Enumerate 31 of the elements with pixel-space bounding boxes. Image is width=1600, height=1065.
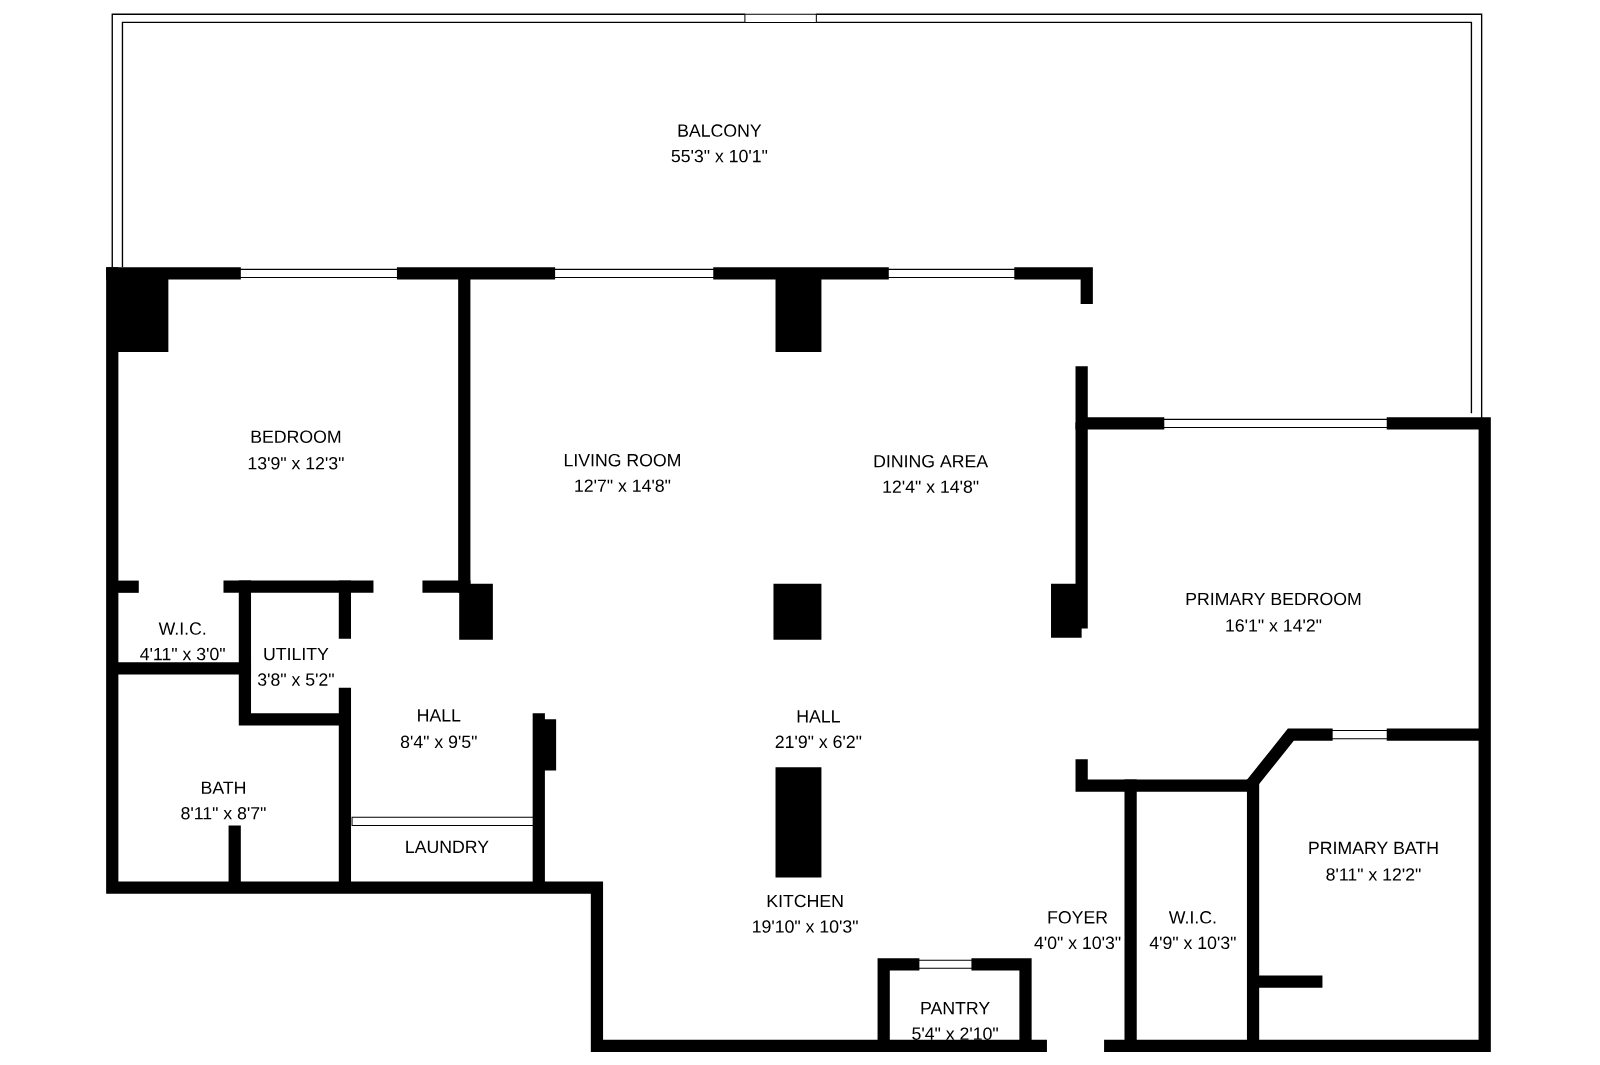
room-label: PRIMARY BATH <box>1309 841 1438 854</box>
room-label: 4'9" x 10'3" <box>1149 936 1236 949</box>
room-label: 4'11" x 3'0" <box>140 647 225 661</box>
room-label: LAUNDRY <box>406 840 489 853</box>
room-label: 19'10" x 10'3" <box>753 920 858 933</box>
room-label: LIVING ROOM <box>564 453 680 467</box>
room-label: 5'4" x 2'10" <box>912 1027 998 1040</box>
room-label: BATH <box>202 781 245 794</box>
room-label: FOYER <box>1048 910 1108 924</box>
room-label: PANTRY <box>921 1001 990 1015</box>
room-label: 13'9" x 12'3" <box>248 456 344 470</box>
room-label: 4'0" x 10'3" <box>1034 936 1121 949</box>
room-label: BALCONY <box>678 124 762 137</box>
room-label: HALL <box>418 709 461 722</box>
room-label: DINING AREA <box>874 454 989 468</box>
room-label: 8'11" x 12'2" <box>1326 868 1421 881</box>
room-label: 55'3" x 10'1" <box>671 149 768 163</box>
room-label: 8'4" x 9'5" <box>400 735 477 748</box>
room-label: HALL <box>797 710 840 723</box>
room-label: PRIMARY BEDROOM <box>1186 592 1361 606</box>
room-label: 12'7" x 14'8" <box>575 479 671 492</box>
room-label: 16'1" x 14'2" <box>1226 619 1322 632</box>
room-label: BEDROOM <box>251 430 341 443</box>
room-label: W.I.C. <box>1168 910 1216 924</box>
room-label: 3'8" x 5'2" <box>257 673 334 686</box>
room-label: 8'11" x 8'7" <box>181 806 266 820</box>
room-label: KITCHEN <box>767 894 843 908</box>
room-label: W.I.C. <box>158 622 206 635</box>
room-label: 12'4" x 14'8" <box>883 480 979 493</box>
room-label: UTILITY <box>264 647 329 661</box>
room-label: 21'9" x 6'2" <box>775 735 862 748</box>
